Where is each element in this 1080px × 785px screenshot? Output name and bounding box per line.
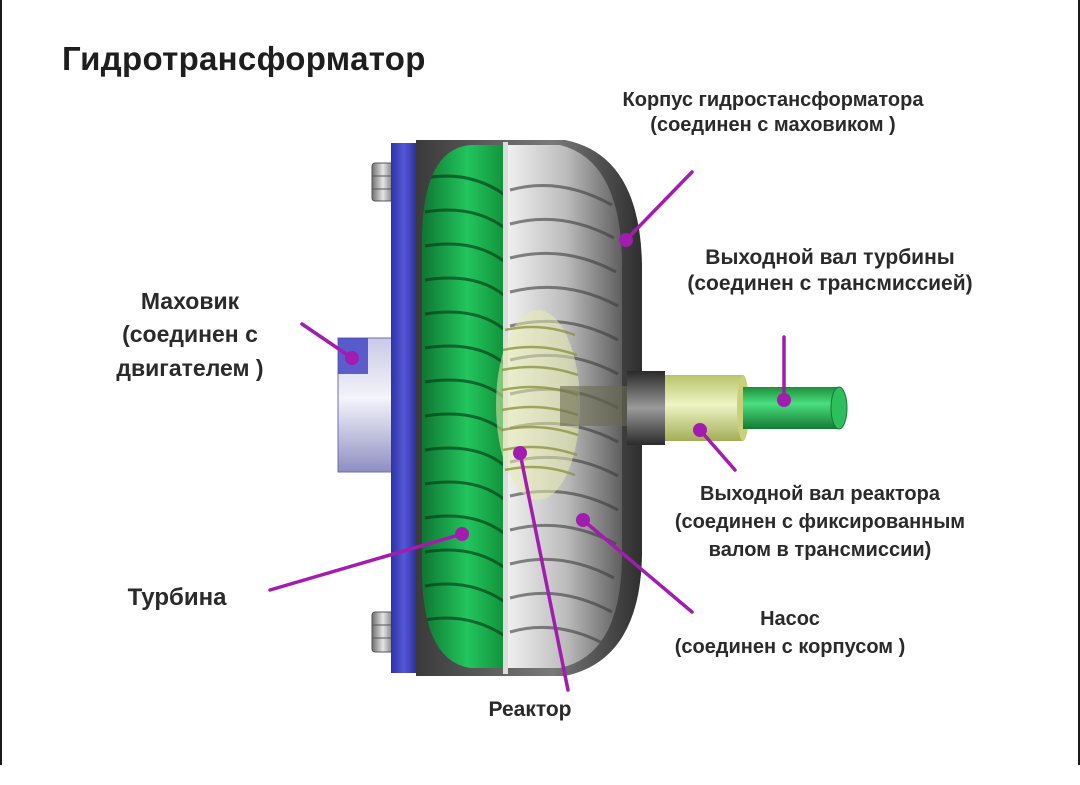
turbine-wheel: [421, 145, 505, 668]
bolt-bottom: [371, 611, 395, 653]
label-flywheel: Маховик (соединен с двигателем ): [60, 285, 320, 385]
label-reactor-shaft-line3: валом в трансмиссии): [708, 539, 932, 561]
diagram-title: Гидротрансформатор: [62, 40, 426, 77]
label-reactor-shaft-line2: (соединен с фиксированным: [674, 511, 966, 533]
label-output-line1: Выходной вал турбины: [705, 246, 955, 269]
bolt-top: [371, 162, 395, 202]
label-reactor: Реактор: [488, 698, 572, 721]
label-turbine: Турбина: [127, 584, 227, 611]
label-pump-line1: Насос: [760, 608, 820, 630]
label-flywheel-line1: Маховик: [140, 288, 240, 314]
output-shaft-assembly: [560, 371, 848, 445]
label-flywheel-line2: (соединен с: [122, 321, 258, 348]
pointer-dots: [345, 233, 791, 541]
label-housing: Корпус гидростансформатора (соединен с м…: [548, 88, 998, 138]
label-flywheel-line3: двигателем ): [116, 354, 264, 381]
label-reactor-output-shaft: Выходной вал реактора (соединен с фиксир…: [600, 480, 1040, 564]
label-turbine-output-shaft: Выходной вал турбины (соединен с трансми…: [630, 245, 1030, 298]
label-housing-line2: (соединен с маховиком ): [650, 114, 896, 136]
pointer-lines: [268, 170, 786, 692]
label-pump-line2: (соединен с корпусом ): [674, 636, 906, 658]
bottom-margin: [0, 765, 1080, 785]
label-output-line2: (соединен с трансмиссией): [687, 272, 973, 296]
label-housing-line1: Корпус гидростансформатора: [622, 89, 924, 111]
label-pump: Насос (соединен с корпусом ): [605, 605, 975, 661]
flywheel-plate: [391, 143, 417, 673]
label-reactor-shaft-line1: Выходной вал реактора: [700, 483, 940, 505]
